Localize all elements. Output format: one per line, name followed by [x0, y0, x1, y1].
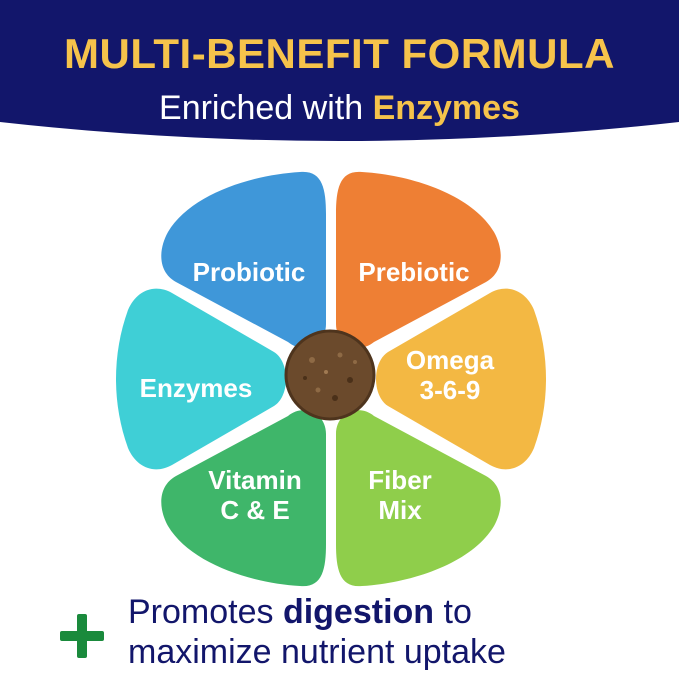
footer-text: Promotes digestion to maximize nutrient … — [128, 592, 668, 672]
footer-line-1-bold: digestion — [282, 593, 435, 631]
petal-omega-label-1: Omega — [406, 345, 495, 375]
petal-fiber-label-1: Fiber — [368, 465, 432, 495]
footer-line-1-suffix: to — [434, 593, 472, 631]
petal-omega-label-2: 3-6-9 — [420, 375, 481, 405]
petal-enzymes-label-1: Enzymes — [140, 373, 253, 403]
petal-vitamin-label-2: C & E — [220, 495, 289, 525]
petal-fiber-shape — [336, 410, 501, 587]
petal-omega-shape — [376, 288, 546, 470]
petal-fiber-label-2: Mix — [378, 495, 422, 525]
petal-vitamin-shape — [161, 410, 326, 587]
petal-probiotic-label-1: Probiotic — [193, 257, 306, 287]
plus-icon — [60, 614, 104, 658]
petal-prebiotic-shape — [336, 171, 501, 348]
footer-line-2: maximize nutrient uptake — [128, 633, 506, 671]
subtitle-highlight: Enzymes — [372, 89, 520, 127]
petal-vitamin-label-1: Vitamin — [208, 465, 301, 495]
petal-prebiotic-label-1: Prebiotic — [358, 257, 469, 287]
page-subtitle: Enriched with Enzymes — [0, 88, 679, 128]
page-title: MULTI-BENEFIT FORMULA — [64, 30, 615, 77]
petal-prebiotic: Prebiotic — [336, 171, 501, 348]
petal-enzymes: Enzymes — [116, 288, 286, 470]
petal-probiotic-shape — [161, 171, 326, 348]
petal-enzymes-shape — [116, 288, 286, 470]
petal-probiotic: Probiotic — [161, 171, 326, 348]
footer-line-1: Promotes digestion to — [128, 592, 668, 632]
kibble-icon — [284, 329, 376, 421]
header-banner — [0, 0, 679, 141]
footer-line-1-prefix: Promotes — [128, 593, 283, 631]
subtitle-prefix: Enriched with — [159, 89, 373, 127]
